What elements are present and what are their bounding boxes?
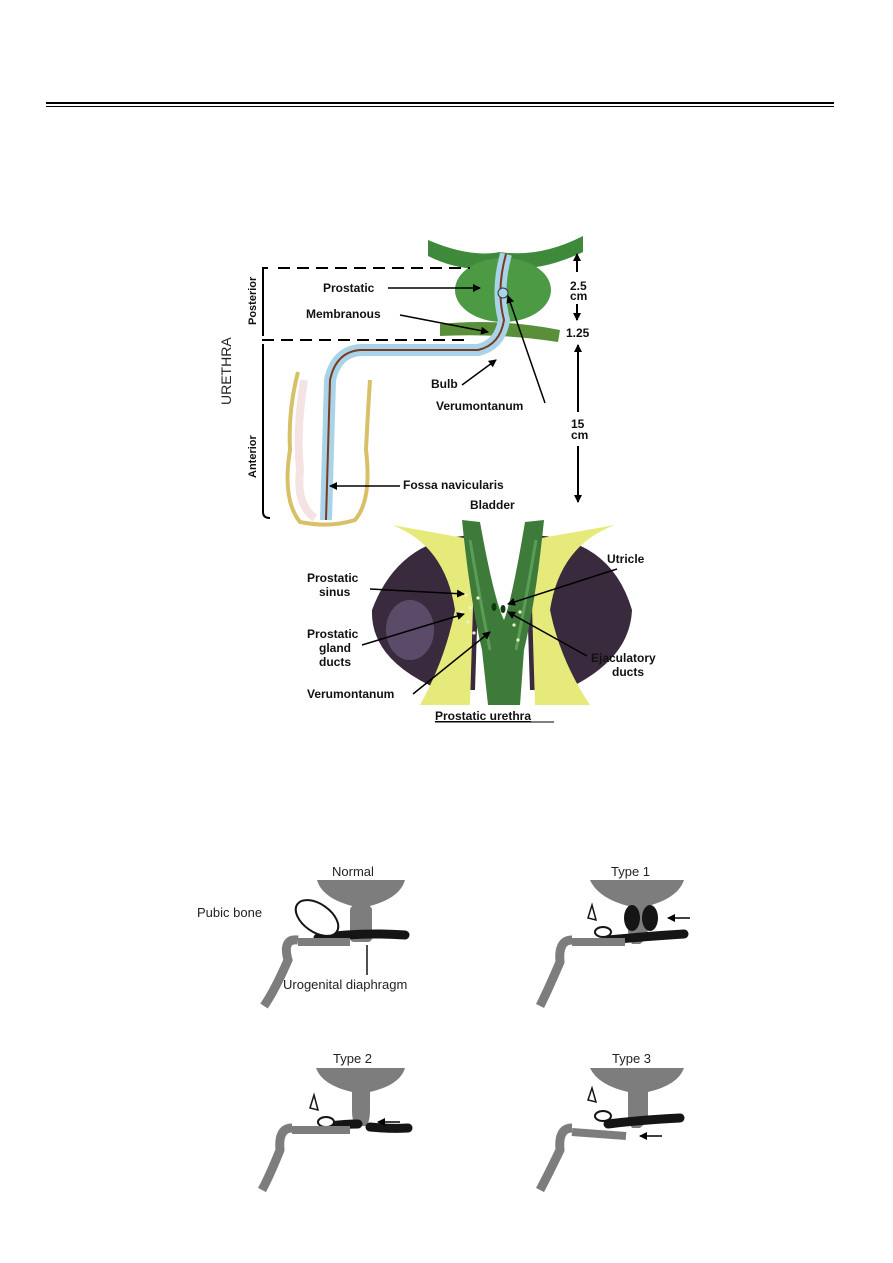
bladder-neck-shape <box>428 236 583 269</box>
urethra-title: URETHRA <box>218 337 234 405</box>
verumontanum-label: Verumontanum <box>436 399 523 413</box>
gland-ducts-label-2: gland <box>319 641 351 655</box>
gland-ducts-label-1: Prostatic <box>307 627 359 641</box>
urethra-diagram: URETHRA Posterior Anterior Prostatic Mem… <box>218 236 590 527</box>
svg-text:1.25: 1.25 <box>566 326 590 340</box>
normal-label: Normal <box>332 864 374 879</box>
panel-type-2: Type 2 <box>258 1051 413 1193</box>
bracket-anterior <box>262 344 271 519</box>
ejaculatory-label-2: ducts <box>612 665 644 679</box>
urogenital-diaphragm-label: Urogenital diaphragm <box>283 977 407 992</box>
fossa-label: Fossa navicularis <box>403 478 504 492</box>
svg-text:15: 15 <box>571 417 585 431</box>
ejaculatory-opening <box>500 605 506 613</box>
utricle-opening <box>491 603 497 611</box>
urethra-green <box>462 520 544 705</box>
posterior-label: Posterior <box>247 276 259 325</box>
urethral-injury-types: Normal Pubic bone Urogenital diaphragm T… <box>197 864 690 1193</box>
verumontanum2-label: Verumontanum <box>307 687 394 701</box>
verumontanum-dot <box>497 287 509 299</box>
prostatic-urethra-caption: Prostatic urethra <box>435 709 531 723</box>
prostatic-label: Prostatic <box>323 281 375 295</box>
panel-type-3: Type 3 <box>536 1051 685 1193</box>
capsule-right <box>530 525 615 705</box>
type-2-label: Type 2 <box>333 1051 372 1066</box>
utricle-label: Utricle <box>607 552 645 566</box>
penis-outline <box>285 371 372 527</box>
prostatic-sinus-label-2: sinus <box>319 585 351 599</box>
ejaculatory-label-1: Ejaculatory <box>591 651 656 665</box>
membranous-label: Membranous <box>306 307 381 321</box>
bulb-label: Bulb <box>431 377 458 391</box>
penis-inner <box>294 379 318 522</box>
anterior-label: Anterior <box>247 435 259 479</box>
type-3-label: Type 3 <box>612 1051 651 1066</box>
header-rule-thick <box>46 102 834 104</box>
pubic-bone-label: Pubic bone <box>197 905 262 920</box>
prostatic-sinus-label-1: Prostatic <box>307 571 359 585</box>
svg-text:cm: cm <box>571 428 588 442</box>
panel-type-1: Type 1 <box>535 864 690 1009</box>
bladder-label: Bladder <box>470 498 515 512</box>
panel-normal: Normal Pubic bone Urogenital diaphragm <box>197 864 410 1009</box>
prostatic-urethra-diagram: Bladder Utricle Prostatic sinus Prostati… <box>307 498 656 723</box>
bracket-posterior <box>262 267 268 336</box>
header-rule-thin <box>46 106 834 107</box>
svg-text:2.5: 2.5 <box>570 279 587 293</box>
gland-ducts-label-3: ducts <box>319 655 351 669</box>
svg-text:cm: cm <box>570 289 587 303</box>
type-1-label: Type 1 <box>611 864 650 879</box>
